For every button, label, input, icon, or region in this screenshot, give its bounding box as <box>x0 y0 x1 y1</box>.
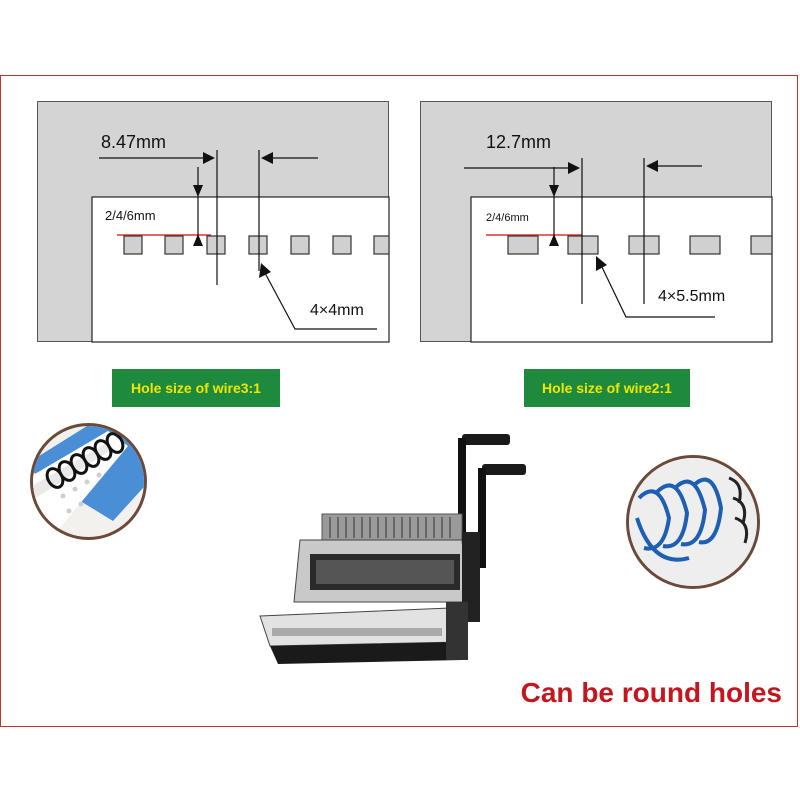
hole-size-label: 4×5.5mm <box>658 288 726 305</box>
wire-bound-book-photo <box>30 423 147 540</box>
hole-diagram-3-1: 8.47mm 2/4/6mm 4×4mm <box>37 101 390 343</box>
margin-label: 2/4/6mm <box>105 208 156 223</box>
blue-wire-photo <box>626 455 760 589</box>
margin-label: 2/4/6mm <box>486 212 529 224</box>
hole-diagram-2-1: 12.7mm 2/4/6mm 4×5.5mm <box>420 101 773 343</box>
hole-pitch-label: 12.7mm <box>486 132 552 152</box>
punched-holes <box>507 235 773 255</box>
content-frame <box>0 75 798 727</box>
hole-size-label: 4×4mm <box>310 302 364 319</box>
caption-badge-3-1: Hole size of wire3:1 <box>112 369 280 407</box>
punched-holes <box>123 235 390 255</box>
hole-diagram-2-1-drawing <box>420 101 773 343</box>
caption-badge-2-1: Hole size of wire2:1 <box>524 369 690 407</box>
binding-machine-image <box>250 432 540 670</box>
hole-diagram-3-1-drawing <box>37 101 390 343</box>
hole-pitch-label: 8.47mm <box>101 132 167 152</box>
round-holes-tagline: Can be round holes <box>520 677 782 708</box>
